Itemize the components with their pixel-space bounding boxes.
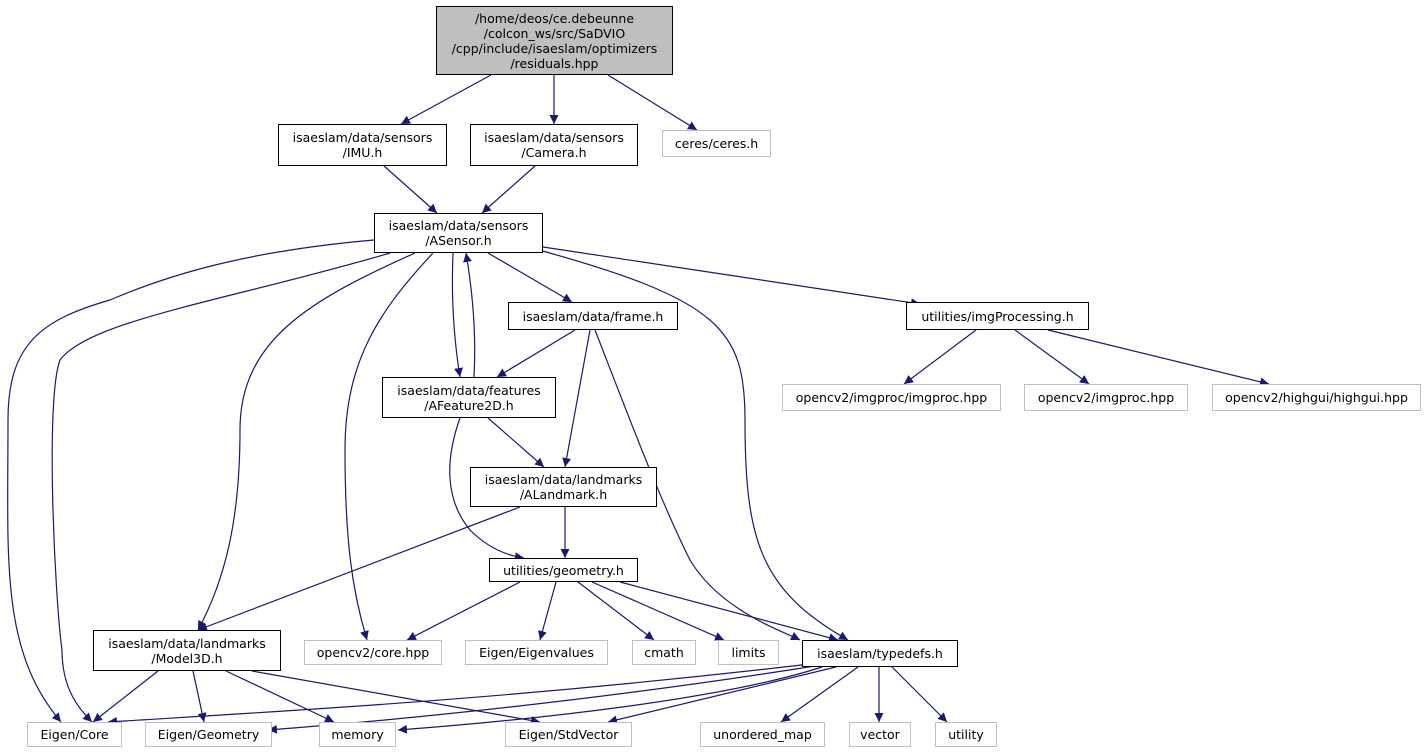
node-eigen-stdvector[interactable]: Eigen/StdVector [505,722,632,747]
node-frame-h[interactable]: isaeslam/data/frame.h [508,302,678,330]
edge-afeature-geometry [449,417,525,562]
edge-root-ceres [607,74,698,131]
edge-imgproc-cvimgproc [1014,329,1090,385]
node-imgprocessing-h[interactable]: utilities/imgProcessing.h [906,302,1089,330]
edge-geometry-eigenvalues [538,581,557,641]
edge-asensor-model3d [197,252,416,631]
edge-model3d-eigengeometry [192,670,207,723]
edge-asensor-typedefs [538,249,849,641]
edge-afeature-asensor [463,252,476,378]
edge-model3d-eigencore [92,670,159,723]
node-cv-imgproc-imgproc-hpp[interactable]: opencv2/imgproc/imgproc.hpp [782,384,1001,411]
node-cv-highgui-hpp[interactable]: opencv2/highgui/highgui.hpp [1212,384,1421,411]
node-unordered-map[interactable]: unordered_map [700,722,825,747]
edge-asensor-cvcore [344,252,434,641]
edge-root-imu [400,74,492,125]
edge-typedefs-eigencore [107,663,811,726]
edge-typedefs-unorderedmap [780,666,859,723]
edge-model3d-stdvector [251,670,541,725]
node-model3d-h[interactable]: isaeslam/data/landmarks /Model3D.h [93,630,281,671]
node-cv-core-hpp[interactable]: opencv2/core.hpp [304,640,442,665]
edge-frame-alandmark [562,329,591,468]
node-eigen-geometry[interactable]: Eigen/Geometry [145,722,272,747]
edge-geometry-cmath [577,581,655,641]
node-eigen-eigenvalues[interactable]: Eigen/Eigenvalues [465,640,608,665]
node-geometry-h[interactable]: utilities/geometry.h [489,558,638,582]
edge-asensor-frame [487,252,573,303]
node-utility[interactable]: utility [935,722,997,747]
edge-geometry-typedefs [619,581,839,643]
edge-imgproc-cvimgprocimgproc [903,329,977,385]
edge-geometry-cvcore [406,581,521,641]
edge-geometry-limits [591,581,725,641]
edge-imu-asensor [383,165,438,214]
node-memory[interactable]: memory [319,722,396,747]
node-limits[interactable]: limits [718,640,779,665]
edge-frame-afeature [496,329,576,378]
edge-camera-asensor [481,165,536,214]
node-imu-h[interactable]: isaeslam/data/sensors /IMU.h [278,124,447,166]
edge-alandmark-model3d [197,506,521,631]
edge-asensor-eigengeometry [51,252,391,723]
edge-asensor-afeature [451,252,464,378]
node-alandmark-h[interactable]: isaeslam/data/landmarks /ALandmark.h [470,467,657,507]
edge-typedefs-utility [891,666,948,723]
edge-typedefs-stdvector [607,666,837,725]
edge-typedefs-eigengeometry [267,665,816,734]
edge-frame-typedefs [594,329,801,641]
node-afeature2d-h[interactable]: isaeslam/data/features /AFeature2D.h [382,377,556,418]
node-cv-imgproc-hpp[interactable]: opencv2/imgproc.hpp [1024,384,1188,411]
node-camera-h[interactable]: isaeslam/data/sensors /Camera.h [470,124,638,166]
node-eigen-core[interactable]: Eigen/Core [27,722,122,747]
edge-model3d-memory [225,670,335,723]
edge-asensor-eigencore [7,239,375,723]
node-vector[interactable]: vector [849,722,911,747]
node-typedefs-h[interactable]: isaeslam/typedefs.h [802,640,958,667]
node-cmath[interactable]: cmath [632,640,696,665]
edge-afeature-alandmark [487,417,545,468]
node-ceres-h[interactable]: ceres/ceres.h [662,130,771,157]
edge-typedefs-memory [397,666,823,734]
node-asensor-h[interactable]: isaeslam/data/sensors /ASensor.h [374,213,543,253]
node-residuals-hpp[interactable]: /home/deos/ce.debeunne /colcon_ws/src/Sa… [436,6,673,75]
edge-asensor-imgproc [542,246,921,308]
edge-imgproc-cvhighgui [1047,329,1270,387]
